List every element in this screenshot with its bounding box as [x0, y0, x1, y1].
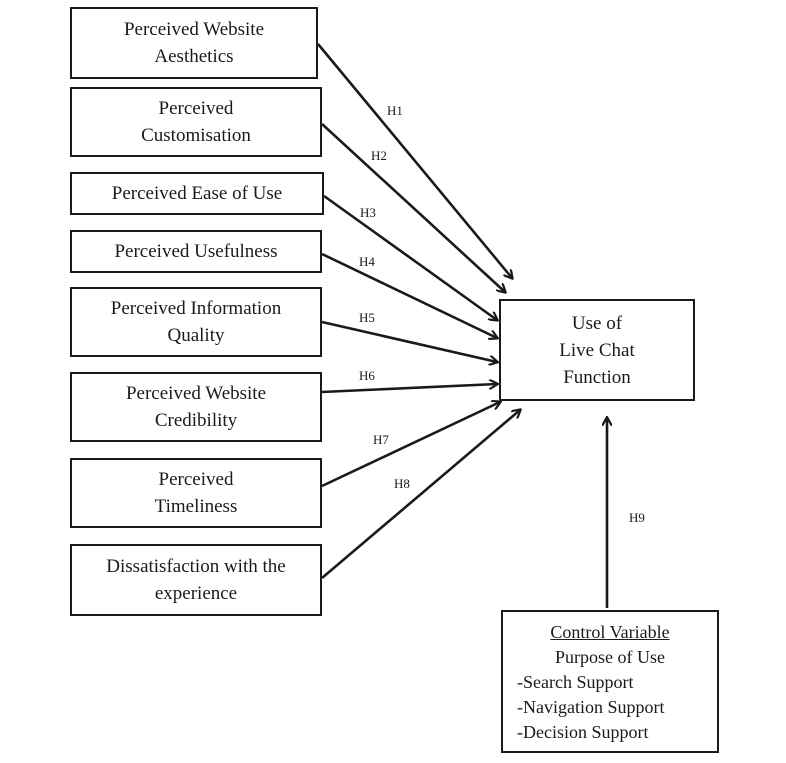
- predictor-box-dissatisfaction: Dissatisfaction with the experience: [70, 544, 322, 616]
- predictor-box-information-quality: Perceived Information Quality: [70, 287, 322, 357]
- outcome-label: Use of Live Chat Function: [559, 312, 635, 388]
- arrow-h8: [321, 410, 520, 579]
- control-variable-item: -Navigation Support: [517, 697, 665, 717]
- arrow-h7: [321, 402, 500, 488]
- control-variable-title: Control Variable: [550, 622, 670, 642]
- predictor-box-customisation: Perceived Customisation: [70, 87, 322, 157]
- hypothesis-label-h3: H3: [360, 205, 376, 220]
- predictor-label: Perceived Ease of Use: [111, 183, 283, 204]
- hypothesis-label-h9: H9: [629, 510, 645, 525]
- control-variable-item: -Decision Support: [517, 722, 649, 742]
- predictor-label: Dissatisfaction with the experience: [106, 556, 286, 604]
- outcome-box: Use of Live Chat Function: [499, 299, 695, 401]
- hypothesis-label-h4: H4: [359, 254, 375, 269]
- hypothesis-label-h2: H2: [371, 148, 387, 163]
- predictor-box-credibility: Perceived Website Credibility: [70, 372, 322, 442]
- predictor-box-timeliness: Perceived Timeliness: [70, 458, 322, 528]
- hypothesis-label-h7: H7: [373, 432, 389, 447]
- control-variable-box: Control Variable Purpose of Use -Search …: [501, 610, 719, 753]
- predictor-label: Perceived Website Credibility: [125, 383, 267, 431]
- predictor-box-usefulness: Perceived Usefulness: [70, 230, 322, 273]
- predictor-label: Perceived Timeliness: [154, 469, 238, 517]
- arrow-h4: [321, 252, 497, 338]
- predictor-box-aesthetics: Perceived Website Aesthetics: [70, 7, 318, 79]
- predictor-label: Perceived Website Aesthetics: [123, 19, 265, 67]
- control-variable-item: -Search Support: [517, 672, 634, 692]
- hypothesis-label-h6: H6: [359, 368, 375, 383]
- control-variable-subtitle: Purpose of Use: [555, 647, 665, 667]
- predictor-label: Perceived Customisation: [141, 98, 251, 146]
- hypothesis-label-h8: H8: [394, 476, 410, 491]
- arrow-h3: [323, 194, 497, 320]
- arrow-h5: [321, 320, 497, 362]
- arrow-h1: [316, 43, 512, 278]
- predictor-label: Perceived Information Quality: [110, 298, 282, 346]
- hypothesis-label-h5: H5: [359, 310, 375, 325]
- predictor-label: Perceived Usefulness: [114, 241, 278, 262]
- predictor-box-ease-of-use: Perceived Ease of Use: [70, 172, 324, 215]
- hypothesis-label-h1: H1: [387, 103, 403, 118]
- arrow-h2: [321, 123, 505, 292]
- arrow-h6: [321, 384, 497, 394]
